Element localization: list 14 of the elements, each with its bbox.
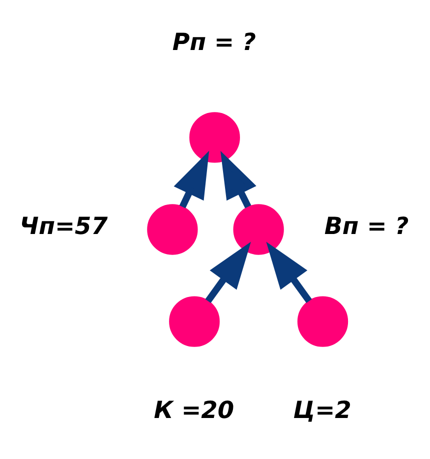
node-label: Рп = ? — [172, 28, 256, 56]
node-label: Чп=57 — [19, 212, 108, 240]
node-circle — [296, 296, 348, 347]
node-circle — [232, 204, 284, 255]
node-circle — [146, 204, 198, 255]
arrow — [220, 150, 256, 208]
arrow — [173, 150, 209, 208]
node-circle — [188, 112, 240, 163]
node-label: Вп = ? — [324, 212, 408, 240]
node-label: Ц=2 — [292, 396, 351, 424]
node-circle — [168, 296, 220, 347]
arrow — [204, 242, 250, 304]
node-label: К =20 — [153, 396, 234, 424]
arrow — [266, 242, 312, 304]
